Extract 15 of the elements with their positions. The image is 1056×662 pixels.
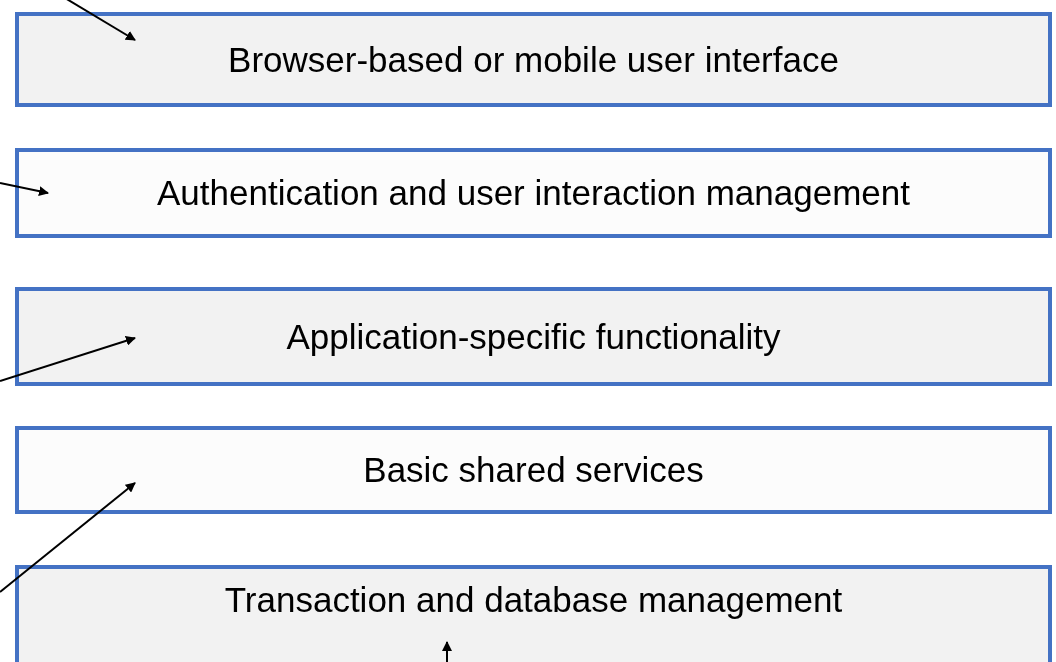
layer-box bbox=[15, 148, 1052, 238]
layer-box bbox=[15, 565, 1052, 662]
layer-label: Basic shared services bbox=[363, 450, 704, 490]
layer-label: Transaction and database management bbox=[224, 580, 843, 620]
layer-label: Browser-based or mobile user interface bbox=[228, 39, 839, 80]
arrow bbox=[64, 0, 136, 41]
arrow bbox=[442, 641, 452, 662]
layer-box bbox=[15, 287, 1052, 386]
layer-label: Authentication and user interaction management bbox=[157, 173, 910, 213]
arrow bbox=[0, 335, 136, 382]
arrow bbox=[0, 482, 136, 593]
layer-box bbox=[15, 12, 1052, 107]
layer-box bbox=[15, 426, 1052, 514]
arrow bbox=[0, 182, 49, 197]
layer-label: Application-specific functionality bbox=[286, 316, 781, 357]
